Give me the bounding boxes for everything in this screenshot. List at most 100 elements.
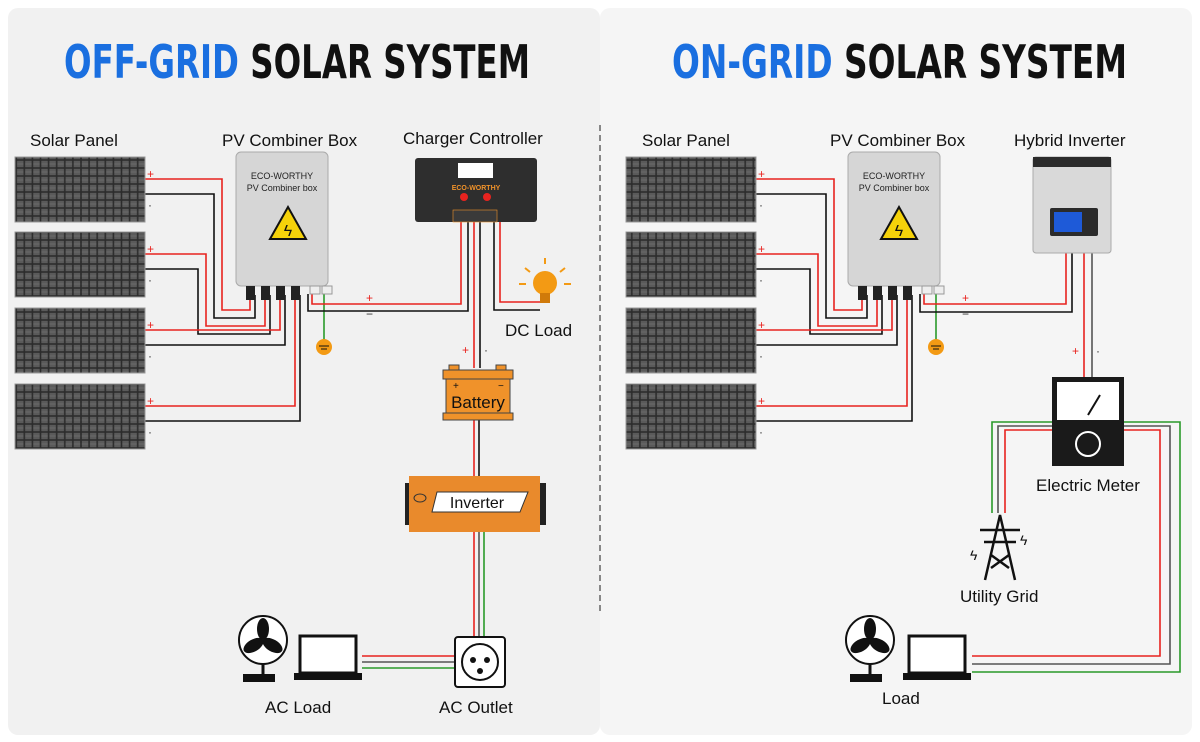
polarity-mark: + bbox=[1072, 344, 1079, 358]
fan-icon bbox=[238, 615, 288, 682]
polarity-mark: + bbox=[147, 167, 154, 181]
connector bbox=[291, 286, 300, 300]
loads bbox=[238, 615, 971, 682]
polarity-mark: + bbox=[758, 394, 765, 408]
polarity-marks: +·+·+·+·+·+·+·+·+−+−+·+· bbox=[147, 167, 1100, 439]
connector bbox=[246, 286, 255, 300]
gland bbox=[933, 285, 945, 295]
polarity-mark: · bbox=[759, 198, 763, 212]
gland bbox=[309, 285, 321, 295]
wire bbox=[997, 425, 1052, 513]
wire bbox=[756, 295, 908, 407]
electric-meter-icon bbox=[1052, 377, 1124, 466]
combiner-brand: ECO-WORTHY bbox=[251, 171, 313, 181]
wire bbox=[493, 222, 540, 311]
polarity-mark: + bbox=[758, 242, 765, 256]
battery-icon: + − Battery bbox=[442, 364, 514, 421]
label-combiner-box: PV Combiner Box bbox=[222, 131, 358, 150]
combiner-text: PV Combiner box bbox=[859, 183, 930, 193]
polarity-mark: · bbox=[148, 198, 152, 212]
off-grid-title: OFF-GRID SOLAR SYSTEM bbox=[64, 35, 530, 89]
svg-text:ϟ: ϟ bbox=[970, 547, 978, 563]
grounds bbox=[316, 339, 944, 355]
wire bbox=[145, 253, 266, 327]
wire bbox=[145, 295, 281, 331]
wire bbox=[919, 253, 1073, 313]
polarity-mark: + bbox=[147, 394, 154, 408]
laptop-icon bbox=[903, 634, 971, 680]
polarity-mark: + bbox=[758, 167, 765, 181]
polarity-mark: · bbox=[759, 425, 763, 439]
on-grid-title-highlight: ON-GRID bbox=[672, 35, 833, 89]
warning-icon bbox=[268, 204, 308, 240]
transmission-tower-icon: ϟ ϟ bbox=[970, 514, 1028, 581]
charge-controller-icon: ECO-WORTHY bbox=[415, 158, 537, 223]
wire bbox=[311, 222, 462, 305]
polarity-mark: − bbox=[366, 307, 373, 321]
wire bbox=[145, 178, 251, 311]
polarity-mark: · bbox=[148, 349, 152, 363]
solar-panel-icon bbox=[625, 383, 757, 450]
solar-panel-icon bbox=[14, 307, 146, 374]
light-bulb-icon bbox=[519, 258, 571, 303]
label-utility-grid: Utility Grid bbox=[960, 587, 1038, 606]
wire bbox=[756, 193, 868, 319]
connector bbox=[873, 286, 882, 300]
connector bbox=[276, 286, 285, 300]
label-solar-panel: Solar Panel bbox=[30, 131, 118, 150]
svg-text:ϟ: ϟ bbox=[284, 223, 293, 240]
label-charger-controller: Charger Controller bbox=[403, 129, 543, 148]
connector bbox=[261, 286, 270, 300]
wire bbox=[145, 295, 286, 346]
solar-panel-icon bbox=[625, 156, 757, 223]
wire bbox=[756, 295, 913, 422]
wire bbox=[145, 268, 271, 335]
fan-icon bbox=[845, 615, 895, 682]
label-solar-panel-on: Solar Panel bbox=[642, 131, 730, 150]
solar-panels bbox=[14, 156, 757, 450]
wire bbox=[756, 295, 893, 331]
polarity-mark: + bbox=[147, 318, 154, 332]
polarity-mark: + bbox=[962, 291, 969, 305]
polarity-mark: · bbox=[759, 349, 763, 363]
polarity-mark: · bbox=[148, 273, 152, 287]
label-hybrid-inverter: Hybrid Inverter bbox=[1014, 131, 1126, 150]
combiner-box-icon: ECO-WORTHY PV Combiner box ϟ bbox=[847, 151, 941, 287]
wire bbox=[972, 425, 1171, 665]
laptop-icon bbox=[294, 634, 362, 680]
off-grid-title-highlight: OFF-GRID bbox=[64, 35, 239, 89]
combiner-box-icon: ECO-WORTHY PV Combiner box ϟ bbox=[235, 151, 329, 287]
polarity-mark: + bbox=[462, 343, 469, 357]
solar-panel-icon bbox=[625, 307, 757, 374]
polarity-mark: + bbox=[758, 318, 765, 332]
wire bbox=[923, 253, 1067, 305]
wire bbox=[756, 268, 883, 335]
solar-panel-icon bbox=[14, 231, 146, 298]
polarity-mark: · bbox=[148, 425, 152, 439]
battery-plus: + bbox=[453, 381, 459, 392]
label-dc-load: DC Load bbox=[505, 321, 572, 340]
polarity-mark: · bbox=[484, 343, 488, 357]
solar-panel-icon bbox=[14, 383, 146, 450]
gland bbox=[321, 285, 333, 295]
polarity-mark: + bbox=[366, 291, 373, 305]
ground-icon bbox=[316, 339, 332, 355]
polarity-mark: + bbox=[147, 242, 154, 256]
on-grid-title-rest: SOLAR SYSTEM bbox=[844, 35, 1127, 89]
label-ac-outlet: AC Outlet bbox=[439, 698, 513, 717]
label-load: Load bbox=[882, 689, 920, 708]
wire bbox=[145, 295, 301, 422]
wire bbox=[145, 295, 296, 407]
label-electric-meter: Electric Meter bbox=[1036, 476, 1140, 495]
label-ac-load: AC Load bbox=[265, 698, 331, 717]
battery-minus: − bbox=[498, 381, 504, 392]
on-grid-title: ON-GRID SOLAR SYSTEM bbox=[672, 35, 1127, 89]
wire bbox=[972, 429, 1161, 657]
wire bbox=[307, 222, 469, 312]
polarity-mark: − bbox=[962, 307, 969, 321]
connector bbox=[858, 286, 867, 300]
power-outlet-icon bbox=[454, 636, 506, 688]
connector bbox=[903, 286, 912, 300]
wire bbox=[972, 421, 1181, 673]
gland bbox=[921, 285, 933, 295]
